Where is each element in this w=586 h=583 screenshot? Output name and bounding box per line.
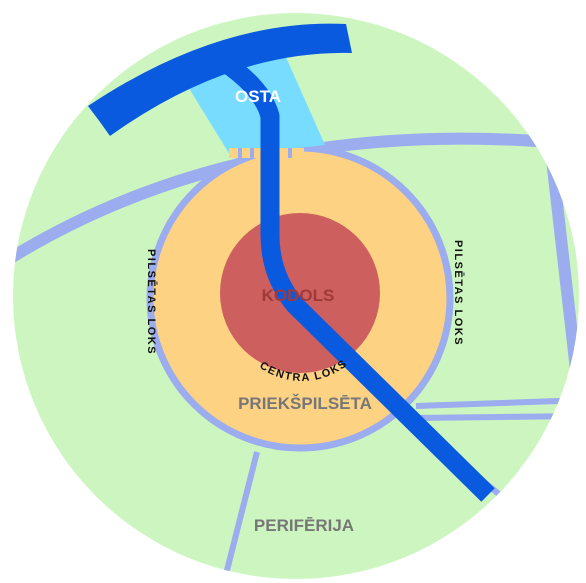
suburb-label: PRIEKŠPILSĒTA [238,394,372,413]
core-label: KODOLS [262,286,335,305]
river [212,49,495,502]
east-radial-road-upper [415,397,579,409]
port-quay-gap-1 [238,148,242,158]
harbour-breakwater [88,23,352,136]
city-ring-right-label: PILSĒTAS LOKS [452,240,464,346]
periphery-sector-road [219,451,260,579]
port-quay-gap-3 [288,148,292,158]
city-ring-left-label: PILSĒTAS LOKS [145,249,157,355]
port-quay-gap-2 [250,148,254,158]
core-zone [220,213,380,373]
periphery-label: PERIFĒRIJA [254,516,354,535]
port-label: OSTA [235,87,281,106]
east-radial-road-lower [412,413,579,421]
